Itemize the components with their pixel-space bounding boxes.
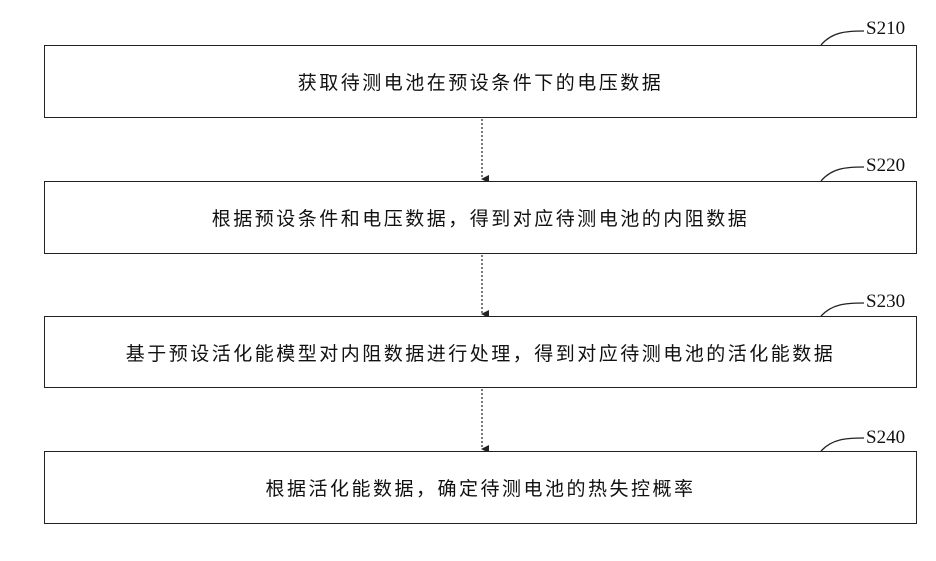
step-text-s210: 获取待测电池在预设条件下的电压数据 xyxy=(298,68,664,95)
step-label-s230: S230 xyxy=(866,291,905,313)
leader-line-s210 xyxy=(821,31,864,45)
step-box-s230: 基于预设活化能模型对内阻数据进行处理，得到对应待测电池的活化能数据 xyxy=(44,316,917,388)
step-label-s210: S210 xyxy=(866,18,905,40)
step-label-s220: S220 xyxy=(866,155,905,177)
step-box-s210: 获取待测电池在预设条件下的电压数据 xyxy=(44,45,917,118)
leader-line-s230 xyxy=(821,303,864,316)
step-label-s240: S240 xyxy=(866,427,905,449)
step-text-s240: 根据活化能数据，确定待测电池的热失控概率 xyxy=(265,474,695,501)
step-text-s220: 根据预设条件和电压数据，得到对应待测电池的内阻数据 xyxy=(212,204,750,231)
step-text-s230: 基于预设活化能模型对内阻数据进行处理，得到对应待测电池的活化能数据 xyxy=(126,339,836,366)
leader-line-s220 xyxy=(821,167,864,181)
step-box-s220: 根据预设条件和电压数据，得到对应待测电池的内阻数据 xyxy=(44,181,917,254)
leader-line-s240 xyxy=(821,438,864,451)
step-box-s240: 根据活化能数据，确定待测电池的热失控概率 xyxy=(44,451,917,524)
